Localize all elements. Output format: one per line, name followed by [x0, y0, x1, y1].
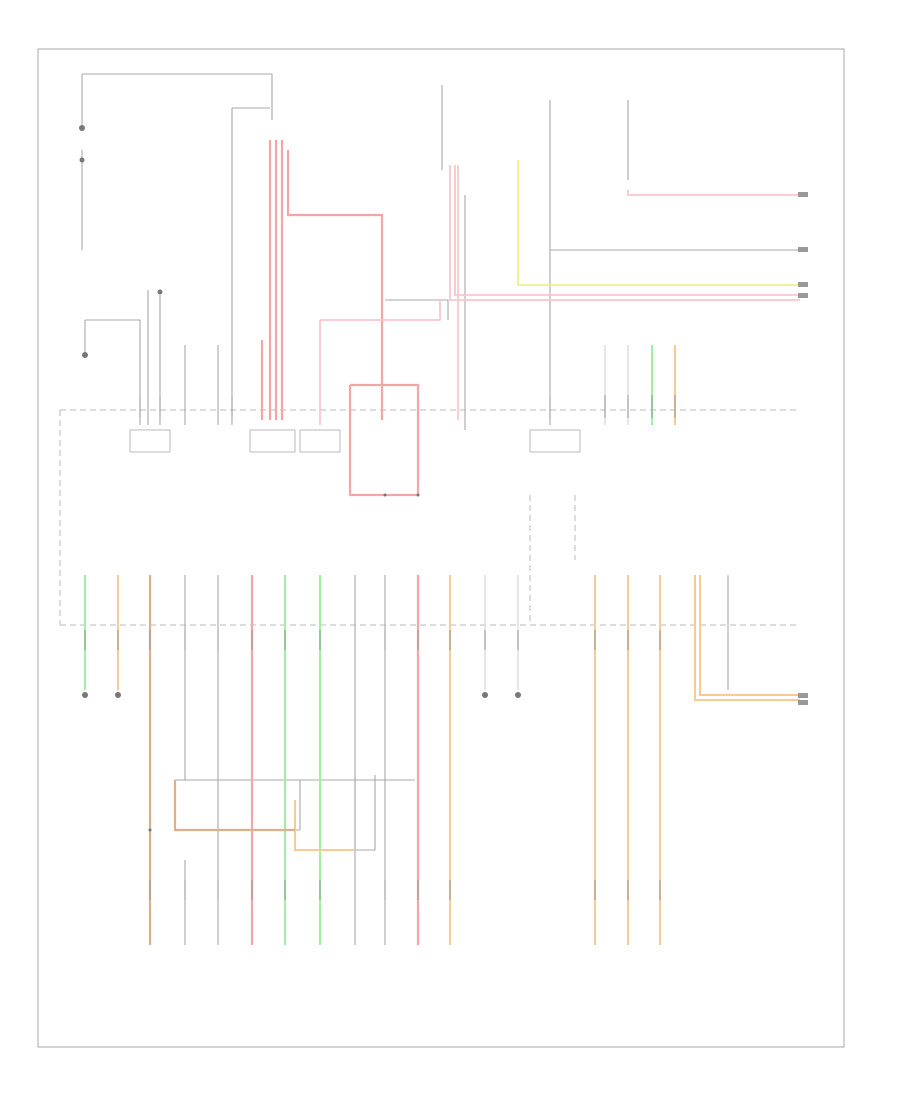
- wires-tan: [148, 575, 295, 945]
- wire-terminations: [798, 192, 808, 705]
- module-block-boxes: [129, 429, 581, 453]
- wires-white: [484, 345, 629, 690]
- module-boundary-dashed: [59, 409, 800, 626]
- wires-orange: [117, 345, 800, 945]
- splice-dots: [79, 125, 521, 832]
- connector-ticks: [84, 395, 676, 900]
- wires-pink: [319, 165, 800, 425]
- wires-red: [250, 140, 420, 945]
- diagram-frame: [37, 48, 845, 1048]
- wires-yellow: [517, 160, 800, 286]
- wires-black: [81, 73, 800, 945]
